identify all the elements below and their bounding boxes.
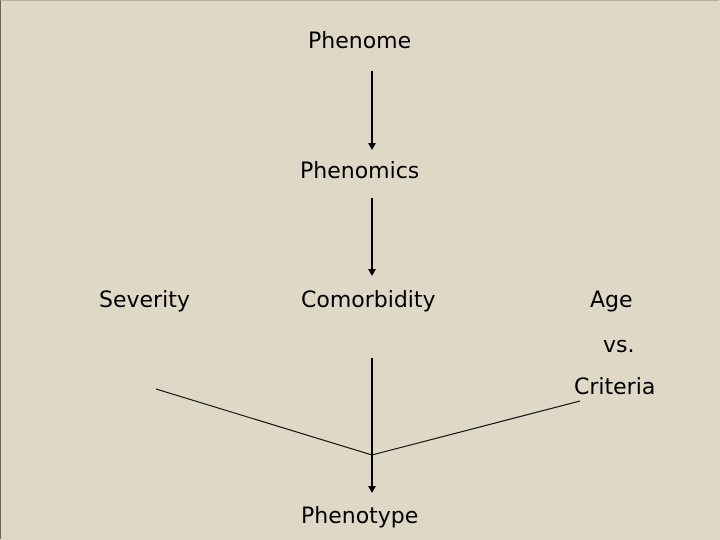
node-criteria: Criteria	[574, 375, 656, 400]
arrowhead-down-icon	[368, 143, 376, 150]
node-severity: Severity	[99, 288, 190, 313]
node-phenotype: Phenotype	[301, 504, 419, 529]
line-severity-to-phenotype	[155, 388, 373, 456]
arrowhead-down-icon	[368, 486, 376, 493]
node-vs: vs.	[603, 333, 635, 358]
node-phenomics: Phenomics	[300, 159, 420, 184]
arrowhead-down-icon	[368, 269, 376, 276]
node-comorbidity: Comorbidity	[301, 288, 436, 313]
node-phenome: Phenome	[308, 29, 412, 54]
line-criteria-to-phenotype	[371, 400, 581, 456]
node-age: Age	[590, 288, 633, 313]
